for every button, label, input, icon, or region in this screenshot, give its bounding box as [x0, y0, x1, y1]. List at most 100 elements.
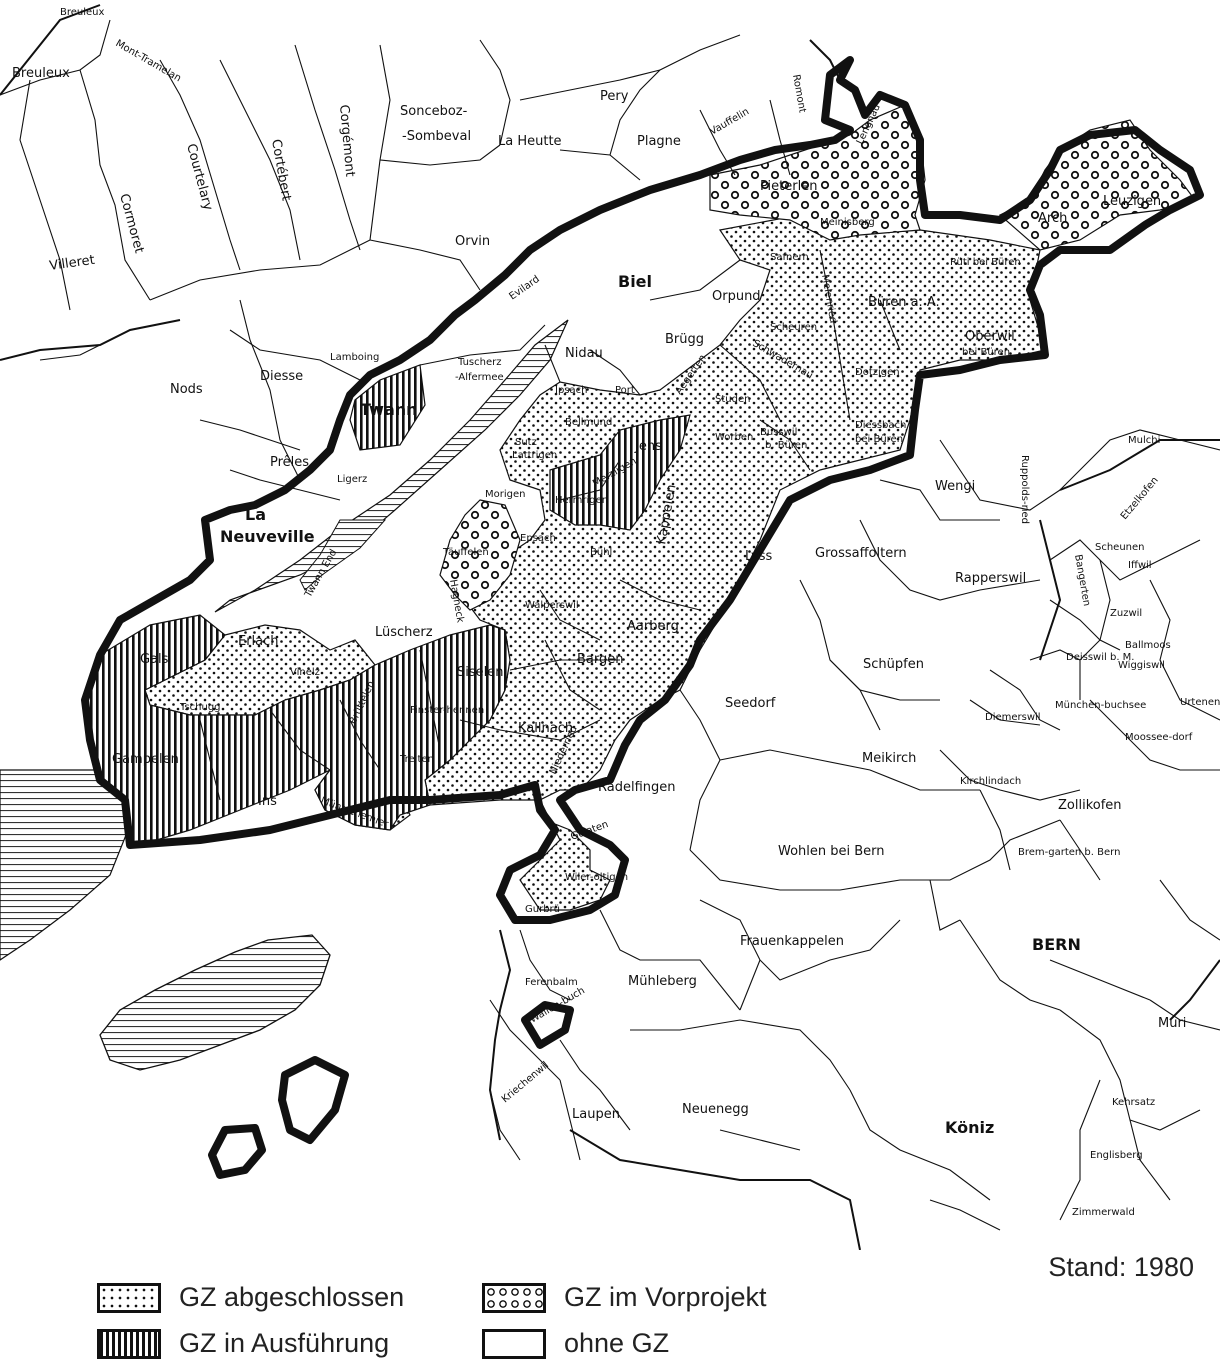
label-tschugg: Tschugg	[179, 702, 221, 713]
label-kriechenwil: Kriechenwil	[500, 1060, 551, 1105]
label-villeret: Villeret	[48, 253, 95, 274]
label-baergen: Bargen	[577, 652, 624, 667]
label-studen: Studen	[715, 394, 750, 405]
label-preles: Prêles	[270, 455, 309, 470]
swatch-vlines	[97, 1328, 161, 1359]
label-zuzwil: Zuzwil	[1110, 608, 1142, 619]
label-etzelkofen: Etzelkofen	[1119, 475, 1161, 522]
label-scheunen: Scheunen	[1095, 542, 1145, 553]
label-jens: Jens	[634, 439, 662, 454]
label-erlach: Erlach	[238, 634, 279, 649]
label-vinelz: Vinelz	[290, 667, 320, 678]
label-neuenegg: Neuenegg	[682, 1102, 749, 1117]
label-biel: Biel	[618, 272, 652, 291]
label-bruegg: Brügg	[665, 332, 704, 347]
label-urtenen: Urtenen	[1180, 697, 1220, 708]
label-leuzigen: Leuzigen	[1103, 194, 1161, 209]
label-iffwil: Iffwil	[1128, 560, 1152, 571]
label-bremgarten: Brem-garten b. Bern	[1018, 847, 1120, 858]
label-sombeval: -Sombeval	[402, 129, 471, 144]
municipal-boundaries	[0, 19, 1220, 1231]
label-port: Port	[615, 385, 635, 396]
label-plagne: Plagne	[637, 134, 681, 149]
wallenbuch-boundary	[521, 1001, 574, 1049]
legend-label-ohne: ohne GZ	[564, 1328, 670, 1358]
label-zollikofen: Zollikofen	[1058, 798, 1122, 813]
label-ruti: Rüti bei Büren	[950, 257, 1021, 268]
label-muehleberg: Mühleberg	[628, 974, 697, 989]
label-schuepfen: Schüpfen	[863, 657, 924, 672]
region-ausfuehrung-hermrigen	[549, 414, 691, 531]
project-boundary	[81, 56, 1204, 1179]
label-hermrigen: Hermrigen	[555, 495, 608, 506]
label-moossee: Moossee-dorf	[1125, 732, 1193, 743]
canton-borders	[0, 4, 1220, 1250]
label-zimmerwald: Zimmerwald	[1072, 1207, 1135, 1218]
label-pieterlen: Pieterlen	[760, 179, 817, 194]
label-breuleux-top: Breuleux	[60, 7, 105, 18]
label-busswil: Busswil	[760, 427, 797, 438]
label-diemerswil: Diemerswil	[985, 712, 1041, 723]
enclave-2	[208, 1124, 266, 1179]
label-wileroltigen: Wiler-oltigen	[565, 872, 628, 883]
label-diessbach: Diessbach	[855, 420, 906, 431]
label-doetzigen: Dotzigen	[855, 367, 900, 378]
label-romont: Romont	[790, 74, 808, 114]
label-safnern: Safnern	[770, 252, 809, 263]
label-twann: Twann	[360, 400, 418, 419]
label-pery: Pery	[600, 89, 629, 104]
label-taeuffelen: Täuffelen	[442, 547, 489, 558]
label-wallenbuch: Wallen-buch	[528, 985, 587, 1025]
label-ferenbalm: Ferenbalm	[525, 977, 578, 988]
label-ligerz: Ligerz	[337, 474, 367, 485]
label-rapperswil: Rapperswil	[955, 571, 1026, 586]
label-orpund: Orpund	[712, 289, 761, 304]
label-ruppoldsried: Ruppolds-ried	[1019, 455, 1030, 524]
label-mont-tramelan: Mont-Tramelan	[114, 38, 183, 84]
label-laupen: Laupen	[572, 1107, 620, 1122]
label-muri: Muri	[1158, 1016, 1186, 1031]
label-kehrsatz: Kehrsatz	[1112, 1097, 1155, 1108]
region-vorprojekt-north	[709, 104, 926, 241]
label-ipsach: Ipsach	[555, 385, 587, 396]
region-ausfuehrung-ins	[84, 614, 511, 846]
label-tuscherz: Tuscherz	[457, 357, 502, 368]
region-abgeschlossen-main	[424, 214, 1046, 911]
label-wengi: Wengi	[935, 479, 975, 494]
label-koeniz: Köniz	[945, 1118, 994, 1137]
label-wiggiswil: Wiggiswil	[1118, 660, 1165, 671]
legend-label-abgeschlossen: GZ abgeschlossen	[179, 1282, 405, 1312]
label-neuveville: Neuveville	[220, 527, 315, 546]
swatch-circles	[482, 1282, 546, 1313]
label-bangerten: Bangerten	[1072, 554, 1092, 607]
label-ins: Ins	[258, 794, 277, 809]
label-treiten: Treiten	[399, 754, 434, 765]
legend-label-vorprojekt: GZ im Vorprojekt	[564, 1282, 767, 1312]
label-bueren: Büren a. A.	[868, 295, 940, 310]
label-gals: Gals	[140, 652, 169, 667]
lake-neuchatel-tail	[0, 769, 129, 961]
legend-item-abgeschlossen: GZ abgeschlossen	[97, 1282, 404, 1313]
label-sutz: Sutz	[515, 437, 537, 448]
enclave-1	[278, 1056, 349, 1144]
label-breuleux: Breuleux	[12, 66, 70, 81]
label-orvin: Orvin	[455, 234, 490, 249]
label-scheuren: Scheuren	[770, 322, 817, 333]
date-stamp: Stand: 1980	[1048, 1252, 1194, 1282]
label-arch: Arch	[1038, 211, 1067, 226]
lake-murten	[99, 934, 331, 1071]
label-latrigen: Lattrigen	[512, 450, 557, 461]
label-buehl: Bühl	[590, 547, 612, 558]
label-muenchenbuchsee: München-buchsee	[1055, 700, 1146, 711]
label-worben: Worben	[715, 432, 753, 443]
label-ballmoos: Ballmoos	[1125, 640, 1171, 651]
label-b-bueren: b. Büren	[765, 440, 807, 451]
label-bern: BERN	[1032, 935, 1081, 954]
label-la: La	[245, 505, 266, 524]
swatch-empty	[482, 1328, 546, 1359]
label-lyss: Lyss	[745, 549, 773, 564]
label-cormoret: Cormoret	[116, 192, 146, 255]
label-nods: Nods	[170, 382, 203, 397]
label-siselen: Siselen	[457, 665, 503, 680]
label-frauenkappelen: Frauenkappelen	[740, 934, 844, 949]
